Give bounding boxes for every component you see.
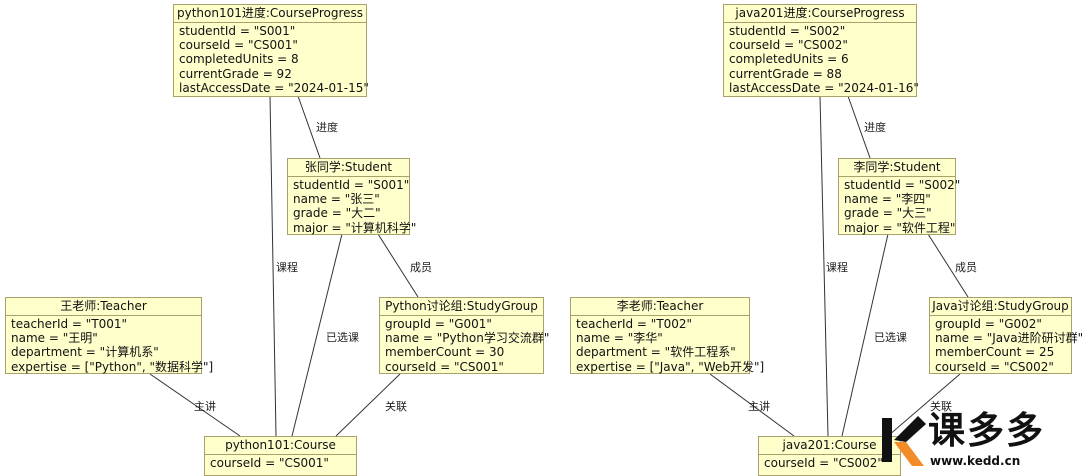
link-student-course-1 (291, 233, 343, 437)
object-attribute: lastAccessDate = "2024-01-16" (729, 80, 919, 95)
object-attribute: currentGrade = 88 (729, 66, 842, 81)
object-attribute: name = "李华" (576, 331, 663, 346)
object-attribute: studentId = "S002" (729, 24, 846, 38)
link-student-course-2 (841, 233, 889, 437)
link-label: 主讲 (194, 400, 216, 413)
kedd-logo-icon (882, 416, 926, 466)
link-group-course-1 (335, 373, 401, 437)
link-label: 成员 (410, 261, 432, 274)
link-label: 已选课 (326, 331, 359, 344)
link-group-course-2 (887, 373, 961, 437)
link-label: 成员 (955, 261, 977, 274)
link-label: 主讲 (748, 400, 770, 413)
link-student-group-2 (927, 233, 969, 298)
object-attribute: completedUnits = 6 (729, 52, 849, 67)
object-attribute: courseId = "CS002" (729, 38, 848, 53)
teacher-wang[interactable]: 王老师:Teacher teacherId = "T001" name = "王… (5, 297, 214, 374)
object-attribute: department = "软件工程系" (576, 345, 736, 360)
object-attribute: grade = "大三" (844, 206, 932, 221)
link-label: 课程 (276, 261, 298, 274)
link-progress-course-2 (819, 95, 829, 437)
course-progress-python101[interactable]: python101进度:CourseProgress studentId = "… (173, 4, 369, 97)
object-attribute: courseId = "CS002" (935, 359, 1054, 374)
object-attribute: name = "李四" (844, 192, 931, 207)
link-label: 关联 (385, 400, 407, 413)
object-attribute: major = "计算机科学" (293, 220, 417, 235)
object-attribute: groupId = "G002" (935, 317, 1042, 331)
object-attribute: studentId = "S002" (844, 178, 961, 192)
link-progress-student-2 (847, 95, 871, 159)
object-attribute: memberCount = 25 (935, 345, 1055, 360)
object-attribute: courseId = "CS002" (764, 456, 883, 470)
course-progress-java201[interactable]: java201进度:CourseProgress studentId = "S0… (723, 4, 919, 97)
link-progress-student-1 (297, 95, 321, 159)
object-attribute: grade = "大二" (293, 206, 381, 221)
link-student-group-1 (377, 233, 419, 298)
watermark-url: www.kedd.cn (930, 454, 1021, 468)
object-header: 王老师:Teacher (6, 298, 201, 316)
object-attribute: expertise = ["Python", "数据科学"] (11, 359, 214, 374)
object-attribute: completedUnits = 8 (179, 52, 299, 67)
watermark-brand: 课多多 (928, 409, 1045, 452)
object-attribute: studentId = "S001" (293, 178, 410, 192)
object-header: java201:Course (759, 437, 900, 455)
object-header: python101:Course (205, 437, 356, 455)
object-attribute: courseId = "CS001" (385, 359, 504, 374)
object-attribute: lastAccessDate = "2024-01-15" (179, 80, 369, 95)
link-label: 关联 (930, 400, 952, 413)
student-li[interactable]: 李同学:Student studentId = "S002" name = "李… (838, 158, 961, 235)
student-zhang[interactable]: 张同学:Student studentId = "S001" name = "张… (287, 158, 417, 235)
object-header: python101进度:CourseProgress (174, 5, 366, 23)
object-attribute: name = "张三" (293, 192, 380, 207)
object-header: 李同学:Student (839, 159, 955, 177)
link-label: 进度 (316, 121, 338, 134)
link-label: 进度 (864, 121, 886, 134)
object-attribute: courseId = "CS001" (210, 456, 329, 470)
object-attribute: groupId = "G001" (385, 317, 492, 331)
link-progress-course-1 (269, 95, 277, 437)
link-teacher-course-1 (149, 373, 241, 437)
object-attribute: teacherId = "T001" (11, 317, 128, 331)
object-attribute: name = "Java进阶研讨群" (935, 331, 1083, 346)
object-attribute: major = "软件工程" (844, 220, 956, 235)
link-label: 课程 (826, 261, 848, 274)
object-attribute: expertise = ["Java", "Web开发"] (576, 359, 765, 374)
course-python101[interactable]: python101:Course courseId = "CS001" (204, 436, 357, 476)
watermark-logo: 课多多 www.kedd.cn (876, 408, 1080, 473)
object-header: Java讨论组:StudyGroup (930, 298, 1071, 316)
study-group-java[interactable]: Java讨论组:StudyGroup groupId = "G002" name… (929, 297, 1083, 374)
object-attribute: department = "计算机系" (11, 345, 159, 360)
object-header: 李老师:Teacher (571, 298, 749, 316)
object-header: Python讨论组:StudyGroup (380, 298, 543, 316)
object-attribute: studentId = "S001" (179, 24, 296, 38)
teacher-li[interactable]: 李老师:Teacher teacherId = "T002" name = "李… (570, 297, 765, 374)
object-header: 张同学:Student (288, 159, 409, 177)
object-attribute: teacherId = "T002" (576, 317, 693, 331)
object-attribute: name = "王明" (11, 331, 98, 346)
object-attribute: courseId = "CS001" (179, 38, 298, 53)
object-header: java201进度:CourseProgress (724, 5, 916, 23)
object-attribute: name = "Python学习交流群" (385, 331, 550, 346)
object-attribute: memberCount = 30 (385, 345, 505, 360)
link-teacher-course-2 (709, 373, 795, 437)
object-attribute: currentGrade = 92 (179, 66, 292, 81)
study-group-python[interactable]: Python讨论组:StudyGroup groupId = "G001" na… (379, 297, 550, 374)
link-label: 已选课 (874, 331, 907, 344)
